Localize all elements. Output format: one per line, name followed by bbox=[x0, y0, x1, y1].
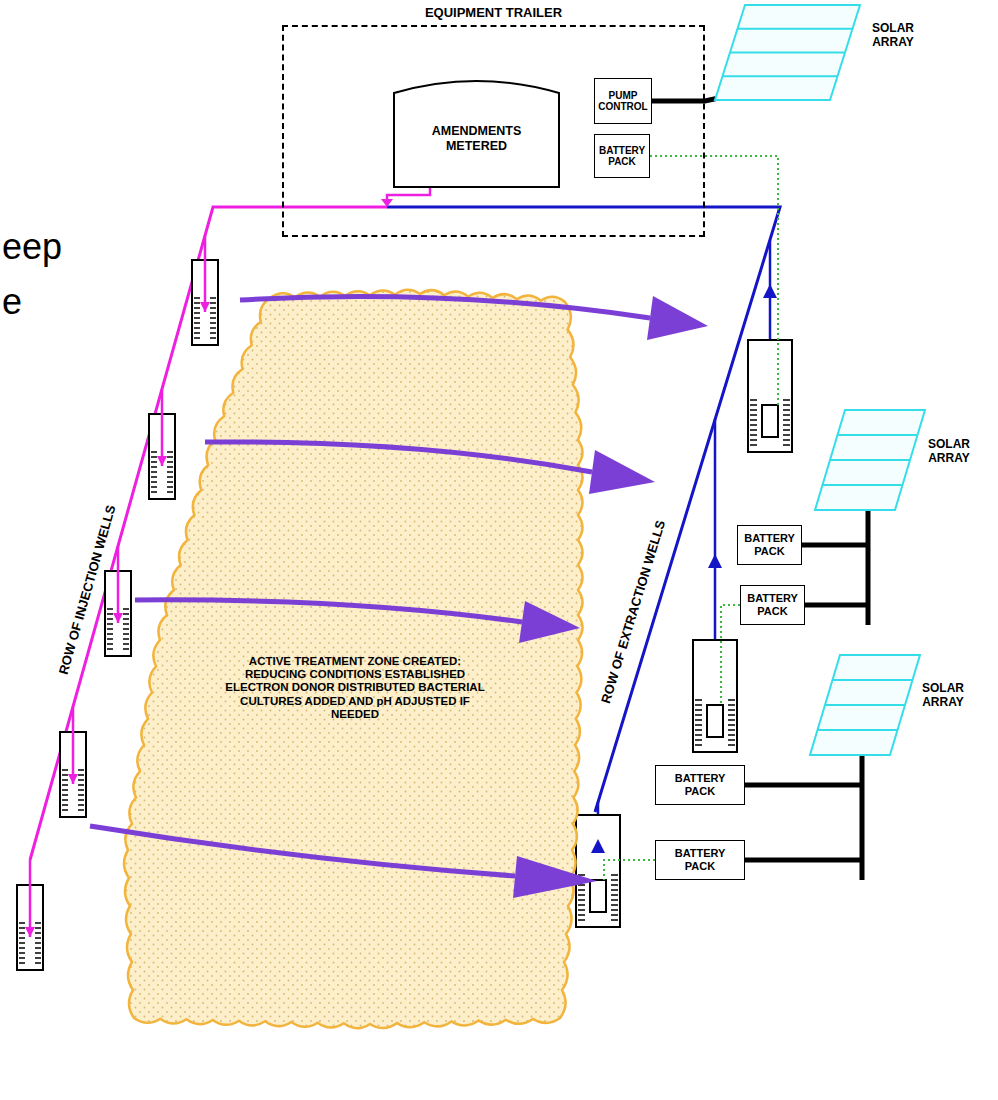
solar-array-label: SOLAR ARRAY bbox=[872, 22, 914, 50]
injection-well bbox=[105, 546, 131, 656]
array-mount bbox=[745, 753, 862, 880]
solar-panel bbox=[715, 5, 925, 755]
array-mount bbox=[802, 508, 868, 625]
amendment-tank: AMENDMENTS METERED bbox=[393, 75, 560, 188]
solar-panel bbox=[815, 410, 925, 510]
zone-note: ACTIVE TREATMENT ZONE CREATED: REDUCING … bbox=[224, 655, 486, 721]
equipment-trailer: EQUIPMENT TRAILER AMENDMENTS METERED PUMP … bbox=[282, 3, 705, 237]
trailer-title: EQUIPMENT TRAILER bbox=[282, 6, 705, 21]
solar-panel bbox=[723, 29, 853, 77]
well-row-label: ROW OF INJECTION WELLS bbox=[57, 504, 120, 677]
treatment-zone-outline bbox=[124, 290, 583, 1028]
amendment-feed-line bbox=[387, 186, 430, 200]
solar-panel bbox=[810, 655, 920, 755]
solar-panel bbox=[823, 435, 918, 485]
injection-well bbox=[149, 389, 175, 499]
groundwater-flow-arrow bbox=[240, 297, 650, 318]
well-row-label: ROW OF INJECTION WELLS bbox=[57, 504, 120, 677]
groundwater-flow-head bbox=[589, 450, 655, 494]
groundwater-flow-arrow bbox=[205, 442, 592, 472]
power-wire bbox=[721, 605, 740, 705]
groundwater-flow-head bbox=[513, 296, 708, 898]
groundwater-flow-arrow bbox=[90, 297, 650, 876]
cut-off-slide-text: eep bbox=[2, 226, 62, 267]
solar-array-label: SOLAR ARRAY bbox=[928, 438, 970, 466]
well-row-label: ROW OF EXTRACTION WELLS bbox=[599, 519, 669, 706]
injection-well bbox=[17, 860, 43, 970]
solar-panel bbox=[715, 5, 860, 100]
extraction-well bbox=[748, 340, 792, 452]
solar-array-label: SOLAR ARRAY bbox=[922, 682, 964, 710]
box-label: BATTERY PACK bbox=[675, 772, 726, 797]
box-label: BATTERY PACK bbox=[747, 592, 798, 617]
box-label: BATTERY PACK bbox=[744, 532, 795, 557]
flow-arrow bbox=[591, 839, 605, 853]
solar-array-label: SOLAR ARRAY bbox=[872, 22, 914, 50]
pump-control-box: PUMP CONTROL bbox=[594, 78, 652, 124]
cut-off-slide-text: eep bbox=[2, 226, 62, 267]
solar-array-label: SOLAR ARRAY bbox=[928, 438, 970, 466]
groundwater-flow-arrow bbox=[135, 600, 522, 622]
battery-pack-box: BATTERY PACK bbox=[737, 525, 802, 565]
power-wire bbox=[604, 860, 655, 880]
injection-well bbox=[60, 707, 86, 817]
battery-pack-box: BATTERY PACK bbox=[655, 840, 745, 880]
cut-off-slide-text: e bbox=[2, 281, 22, 322]
battery-pack-box: BATTERY PACK bbox=[740, 585, 805, 625]
solar-panel bbox=[818, 680, 913, 730]
well-row-label: ROW OF EXTRACTION WELLS bbox=[599, 519, 669, 706]
injection-well bbox=[192, 235, 218, 345]
groundwater-flow-arrow bbox=[90, 826, 515, 876]
extraction-well bbox=[576, 815, 620, 927]
box-label: BATTERY PACK bbox=[675, 847, 726, 872]
battery-pack-box: BATTERY PACK bbox=[655, 765, 745, 805]
flow-arrow bbox=[708, 554, 722, 568]
power-wire bbox=[650, 156, 778, 405]
extraction-well bbox=[693, 640, 737, 752]
solar-array-label: SOLAR ARRAY bbox=[922, 682, 964, 710]
tank-outline bbox=[394, 81, 559, 187]
battery-pack-box: BATTERY PACK bbox=[594, 134, 650, 178]
cut-off-slide-text: e bbox=[2, 281, 22, 322]
box-label: BATTERY PACK bbox=[599, 145, 645, 168]
amendment-feed-arrow bbox=[381, 199, 393, 207]
flow-arrow bbox=[763, 284, 777, 298]
box-label: PUMP CONTROL bbox=[598, 90, 647, 113]
groundwater-flow-head bbox=[513, 856, 597, 898]
groundwater-flow-head bbox=[647, 296, 708, 340]
tank-label: AMENDMENTS METERED bbox=[432, 124, 522, 153]
groundwater-flow-head bbox=[519, 601, 580, 643]
treatment-zone: ACTIVE TREATMENT ZONE CREATED: REDUCING … bbox=[120, 290, 590, 1030]
